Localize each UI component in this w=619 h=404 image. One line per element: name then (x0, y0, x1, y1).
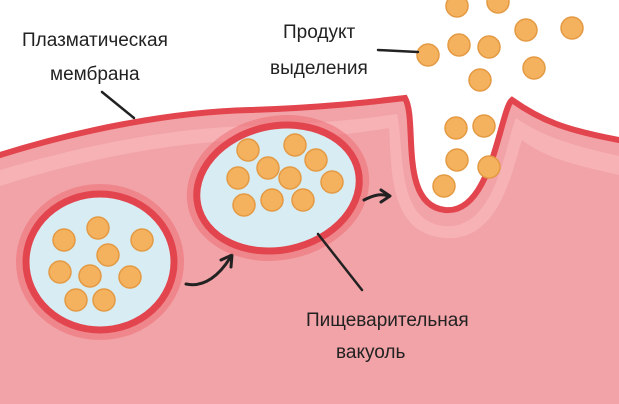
leader-line (376, 48, 420, 54)
particle (96, 243, 120, 267)
vacuole-middle (186, 115, 370, 261)
arrow-head-icon (219, 253, 234, 269)
particle (514, 18, 538, 42)
digestive-vacuole-label-line2: вакуоль (336, 342, 405, 363)
plasma-membrane-label-line2: мембрана (50, 64, 140, 85)
particle (52, 228, 76, 252)
particle (260, 188, 284, 212)
digestive-vacuole-label-line1: Пищеварительная (306, 310, 469, 331)
particle (432, 174, 456, 198)
particle (78, 264, 102, 288)
particle (130, 228, 154, 252)
plasma-membrane-label: Плазматическая мембрана (22, 30, 168, 120)
particle (64, 288, 88, 312)
secretion-product-label-line1: Продукт (283, 22, 355, 43)
particle (472, 114, 496, 138)
particle (278, 166, 302, 190)
particle (86, 216, 110, 240)
particle (486, 0, 510, 14)
arrow-icon (184, 256, 232, 287)
particle (560, 16, 584, 40)
particle (320, 170, 344, 194)
particle (445, 0, 469, 18)
leader-line (316, 232, 364, 292)
particle (48, 260, 72, 284)
particle (118, 265, 142, 289)
plasma-membrane-label-line1: Плазматическая (22, 30, 168, 51)
particle (256, 156, 280, 180)
particle (522, 56, 546, 80)
particle (236, 138, 260, 162)
secreted-particles (416, 0, 584, 198)
particle (226, 166, 250, 190)
arrow-head-icon (379, 188, 392, 204)
particle (477, 155, 501, 179)
particle (291, 188, 315, 212)
secretion-product-label-line2: выделения (270, 58, 368, 79)
vacuole-left (16, 184, 184, 340)
arrow-icon (362, 193, 390, 202)
particle (232, 193, 256, 217)
particle (416, 43, 440, 67)
particle (447, 33, 471, 57)
leader-line (100, 90, 136, 120)
particle (304, 148, 328, 172)
particle (283, 133, 307, 157)
cytoplasm-halo (0, 114, 619, 239)
secretion-product-label: Продукт выделения (270, 22, 420, 79)
particle (477, 35, 501, 59)
particle (468, 68, 492, 92)
particle (444, 116, 468, 140)
particle (445, 148, 469, 172)
digestive-vacuole-label: Пищеварительная вакуоль (306, 232, 469, 363)
particle (92, 288, 116, 312)
plasma-membrane (0, 94, 619, 214)
